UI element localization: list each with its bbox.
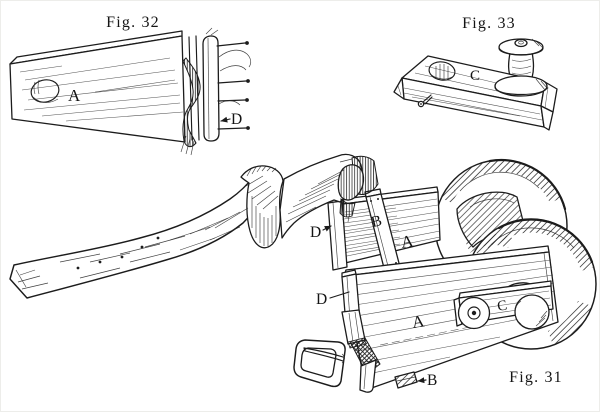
fig32-arrow-d: [220, 116, 231, 123]
fig31-roller-plate: [453, 280, 554, 330]
fig31-right-roller: [514, 294, 550, 330]
fig31-buckle-assembly: [293, 309, 377, 393]
fig33-block-right-lower: [540, 105, 554, 131]
fig31-arrow-d-upper: [322, 225, 332, 232]
fig32-threads: [218, 49, 252, 106]
fig31-label-b-upper: B: [369, 212, 383, 231]
fig32-board-grain: [19, 57, 184, 122]
fig32-card: [202, 35, 220, 142]
fig31-label-d-upper: D: [310, 224, 321, 241]
fig31-lower-strap-b-tab: [394, 371, 418, 389]
fig31-upper-board: [327, 186, 441, 279]
fig32-hole: [30, 79, 60, 103]
fig33-label-c: C: [470, 68, 480, 84]
fig31-belt: [9, 153, 379, 299]
fig31-front-disc-rim-hatch-top: [475, 219, 594, 271]
fig31-left-wheel: [457, 296, 491, 330]
fig32-label-d: D: [231, 111, 242, 128]
fig31-caption: Fig. 31: [509, 369, 563, 386]
fig33-hole: [428, 61, 456, 81]
fig31-belt-fold-hatch: [245, 165, 279, 246]
fig33-caption: Fig. 33: [462, 15, 516, 32]
fig31-group: D B A D A C B Fig. 31: [9, 153, 597, 393]
fig31-label-a-lower: A: [411, 311, 427, 332]
fig33-spool-bottom-flange: [494, 75, 548, 97]
fig31-buckle-opening: [300, 347, 337, 378]
fig31-belt-shading: [15, 158, 353, 290]
fig32-pins: [205, 27, 250, 130]
fig31-gap-hatch: [466, 234, 512, 253]
fig32-caption: Fig. 32: [106, 14, 160, 31]
fig32-card-with-pins: [180, 27, 252, 156]
fig32-fringe: [180, 135, 195, 156]
fig31-label-d-lower: D: [316, 291, 327, 308]
fig32-board: [9, 30, 186, 143]
fig31-arrow-b-lower: [417, 377, 427, 384]
fig31-label-a-upper: A: [400, 231, 416, 252]
fig31-buckle-prong: [303, 347, 344, 358]
fig31-belt-fold-loop: [240, 165, 284, 249]
fig31-line-d-lower: [329, 291, 350, 299]
fig32-board-face: [9, 35, 186, 143]
fig33-group: Fig. 33 C: [393, 15, 558, 131]
fig31-buckle-fold: [347, 337, 367, 349]
fig31-rear-disc-rim-hatch: [441, 159, 561, 203]
fig32-strap-wrap: [182, 57, 201, 148]
fig31-belt-segment1: [9, 175, 263, 299]
fig31-belt-holes: [76, 236, 160, 270]
fig33-pin: [417, 94, 433, 108]
fig33-spool-barrel: [507, 51, 535, 80]
fig31-label-b-lower: B: [427, 372, 437, 389]
fig31-label-c: C: [496, 297, 508, 314]
fig33-spool: [494, 38, 549, 97]
fig32-label-a: A: [68, 86, 81, 105]
fig31-strap-tail: [359, 359, 377, 393]
fig32-group: Fig. 32 A D: [9, 14, 252, 156]
fig31-belt-tongue: [339, 197, 356, 218]
fig31-front-disc-rim-hatch-right: [548, 301, 592, 345]
